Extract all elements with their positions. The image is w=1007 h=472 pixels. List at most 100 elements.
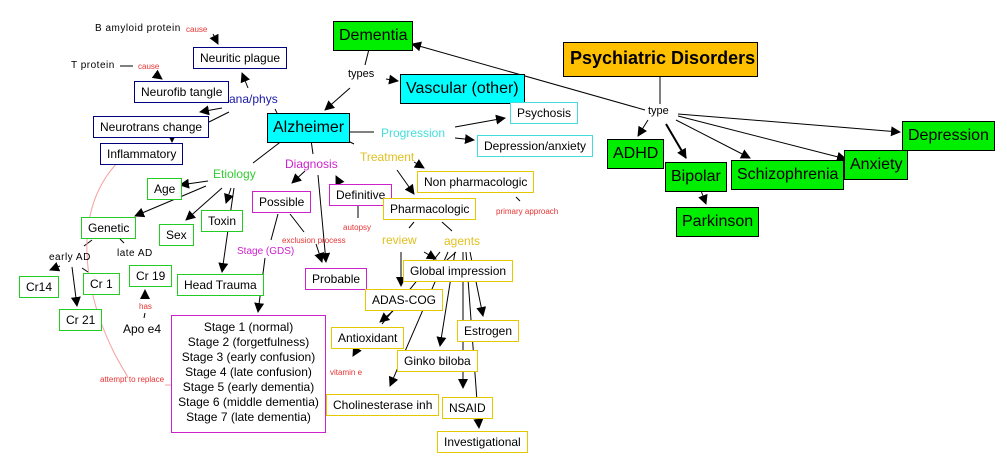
link-types-vascular bbox=[385, 74, 399, 85]
node-antioxidant[interactable]: Antioxidant bbox=[331, 327, 405, 349]
node-cr14[interactable]: Cr14 bbox=[19, 276, 60, 298]
link-diagnosis-possible bbox=[291, 170, 306, 184]
node-ginko-biloba[interactable]: Ginko biloba bbox=[397, 350, 478, 372]
stage-item: Stage 2 (forgetfulness) bbox=[187, 335, 310, 349]
link-pharm-agents bbox=[441, 221, 453, 232]
node-pharmacologic[interactable]: Pharmacologic bbox=[383, 198, 477, 220]
link-type-bipolar bbox=[665, 123, 687, 159]
node-cr19[interactable]: Cr 19 bbox=[129, 265, 173, 287]
node-non-pharmacologic[interactable]: Non pharmacologic bbox=[417, 171, 535, 193]
link-alz-etiology bbox=[252, 139, 284, 164]
node-psychiatric-disorders[interactable]: Psychiatric Disorders bbox=[563, 42, 758, 77]
link-tprotein-neurofib bbox=[151, 69, 163, 80]
node-inflammatory[interactable]: Inflammatory bbox=[100, 143, 184, 165]
node-stage-list[interactable]: Stage 1 (normal) Stage 2 (forgetfulness)… bbox=[171, 315, 326, 433]
link-progression-psychosis bbox=[454, 114, 506, 128]
link-genetic-early bbox=[83, 239, 93, 247]
link-label-early-ad: early AD bbox=[49, 252, 91, 263]
node-global-impression[interactable]: Global impression bbox=[403, 260, 514, 282]
link-label-vitamin-e: vitamin e bbox=[330, 368, 363, 377]
link-label-attempt-to-replace: attempt to replace bbox=[100, 375, 165, 384]
link-antiox-vitamin bbox=[352, 345, 362, 357]
link-possible-stage bbox=[270, 213, 279, 241]
node-bipolar[interactable]: Bipolar bbox=[665, 162, 727, 192]
link-etiology-age bbox=[179, 178, 209, 189]
link-exclusion-probable bbox=[314, 243, 324, 263]
node-investigational[interactable]: Investigational bbox=[437, 431, 528, 453]
node-age[interactable]: Age bbox=[147, 178, 183, 200]
node-vascular[interactable]: Vascular (other) bbox=[400, 74, 525, 104]
node-depression-anxiety[interactable]: Depression/anxiety bbox=[477, 135, 594, 157]
node-cr21[interactable]: Cr 21 bbox=[59, 309, 103, 331]
link-progression-depanx bbox=[454, 134, 475, 145]
node-probable[interactable]: Probable bbox=[305, 268, 368, 290]
link-early-cr14 bbox=[49, 262, 61, 272]
stage-item: Stage 5 (early dementia) bbox=[182, 380, 315, 394]
link-label-review: review bbox=[382, 233, 417, 247]
link-apoe4-has bbox=[143, 312, 146, 319]
node-psychosis[interactable]: Psychosis bbox=[510, 102, 579, 124]
link-dementia-types bbox=[364, 48, 370, 66]
node-parkinson[interactable]: Parkinson bbox=[676, 207, 760, 237]
link-bamyloid-neuritic bbox=[209, 33, 219, 45]
link-label-cause-2: cause bbox=[138, 62, 160, 71]
node-neurotrans-change[interactable]: Neurotrans change bbox=[93, 116, 210, 138]
node-alzheimer[interactable]: Alzheimer bbox=[267, 113, 351, 143]
link-genetic-late bbox=[119, 238, 125, 244]
link-type-adhd bbox=[637, 119, 649, 137]
node-genetic[interactable]: Genetic bbox=[81, 217, 137, 239]
node-possible[interactable]: Possible bbox=[252, 191, 312, 213]
node-adas-cog[interactable]: ADAS-COG bbox=[365, 289, 444, 311]
node-neurofib-tangle[interactable]: Neurofib tangle bbox=[134, 81, 230, 103]
stage-item: Stage 4 (late confusion) bbox=[185, 365, 312, 379]
link-early-cr1 bbox=[81, 267, 89, 273]
link-label-agents: agents bbox=[444, 234, 481, 248]
link-label-type: type bbox=[648, 105, 669, 117]
node-neuritic-plague[interactable]: Neuritic plague bbox=[193, 47, 288, 69]
link-etiology-genetic bbox=[134, 185, 207, 218]
link-label-diagnosis: Diagnosis bbox=[285, 157, 338, 171]
link-anaphys-neuritic bbox=[240, 72, 250, 89]
link-alz-anaphys bbox=[274, 108, 278, 114]
node-cr1[interactable]: Cr 1 bbox=[83, 273, 120, 295]
link-label-types: types bbox=[348, 68, 375, 80]
link-diagnosis-probable bbox=[317, 174, 331, 263]
link-nonpharm-primary bbox=[515, 196, 521, 202]
link-definitive-diagnosis bbox=[335, 175, 345, 187]
link-label-etiology: Etiology bbox=[213, 167, 256, 181]
node-estrogen[interactable]: Estrogen bbox=[457, 320, 520, 342]
link-treatment-pharm bbox=[396, 169, 415, 195]
node-head-trauma[interactable]: Head Trauma bbox=[177, 274, 264, 296]
link-type-schizo bbox=[675, 119, 751, 159]
text-apo-e4: Apo e4 bbox=[123, 322, 162, 336]
link-label-stage-gds: Stage (GDS) bbox=[237, 246, 295, 257]
node-anxiety[interactable]: Anxiety bbox=[844, 150, 909, 180]
node-schizophrenia[interactable]: Schizophrenia bbox=[731, 160, 845, 190]
text-b-amyloid: B amyloid protein bbox=[95, 23, 181, 34]
link-types-alzheimer bbox=[324, 87, 351, 111]
link-type-depression bbox=[677, 113, 901, 137]
link-adas-antiox bbox=[379, 310, 394, 323]
node-toxin[interactable]: Toxin bbox=[201, 210, 244, 232]
node-cholinesterase-inh[interactable]: Cholinesterase inh bbox=[326, 394, 440, 416]
node-depression[interactable]: Depression bbox=[902, 121, 995, 151]
link-anaphys-neurofib bbox=[199, 105, 223, 116]
link-label-progression: Progression bbox=[381, 126, 446, 140]
node-sex[interactable]: Sex bbox=[159, 224, 194, 246]
link-possible-exclusion bbox=[289, 213, 305, 233]
link-label-autopsy: autopsy bbox=[343, 223, 372, 232]
node-definitive[interactable]: Definitive bbox=[329, 184, 393, 206]
link-type-dementia bbox=[411, 41, 646, 111]
node-adhd[interactable]: ADHD bbox=[607, 139, 665, 169]
node-nsaid[interactable]: NSAID bbox=[442, 397, 493, 419]
link-label-has: has bbox=[139, 302, 152, 311]
node-dementia[interactable]: Dementia bbox=[333, 21, 414, 51]
stage-item: Stage 1 (normal) bbox=[203, 320, 294, 334]
link-label-ana-phys: ana/phys bbox=[229, 92, 278, 106]
link-type-anxiety bbox=[677, 115, 847, 162]
link-pharm-review bbox=[408, 221, 415, 229]
link-attempt-to-replace bbox=[86, 159, 129, 379]
link-label-late-ad: late AD bbox=[117, 248, 153, 259]
